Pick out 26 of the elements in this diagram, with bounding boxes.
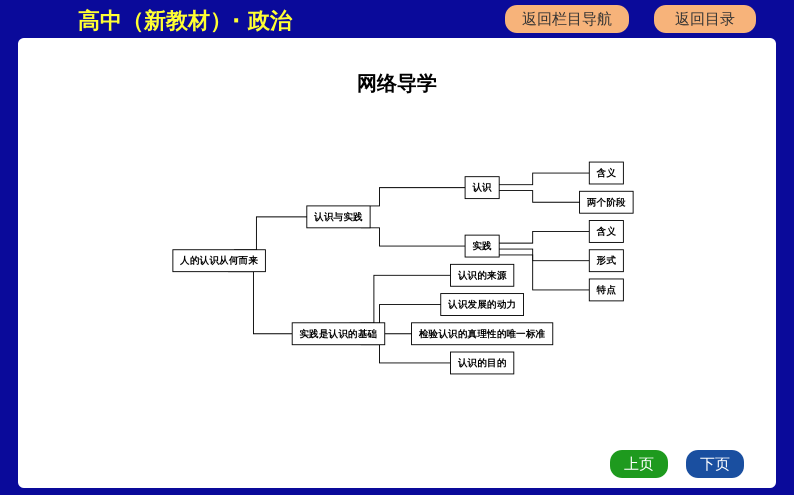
diagram-title: 网络导学 [357,71,437,95]
node-box: 认识的目的 [450,352,514,374]
header-title: 高中（新教材）· 政治 [78,8,292,36]
node-box: 特点 [588,278,624,302]
connector [384,333,412,334]
node-box: 认识 [464,176,500,200]
connector [498,248,590,262]
node-box: 检验认识的真理性的唯一标准 [411,322,554,346]
node-box: 人的认识从何而来 [172,249,266,272]
prev-page-button: 上页 [610,450,668,478]
connector [498,172,590,186]
node-box: 实践 [464,234,500,258]
connector [498,190,580,203]
connector [498,231,590,244]
node-box: 认识发展的动力 [440,293,524,316]
connector [498,254,590,290]
node-box: 认识与实践 [306,205,371,228]
node-box: 认识的来源 [450,264,514,287]
nav-back-button: 返回栏目导航 [505,5,629,33]
node-box: 实践是认识的基础 [292,322,386,346]
node-box: 两个阶段 [579,190,634,214]
node-box: 形式 [588,249,624,272]
node-box: 含义 [588,220,624,243]
next-page-button: 下页 [686,450,744,478]
contents-back-button: 返回目录 [654,5,756,33]
node-box: 含义 [588,162,624,184]
